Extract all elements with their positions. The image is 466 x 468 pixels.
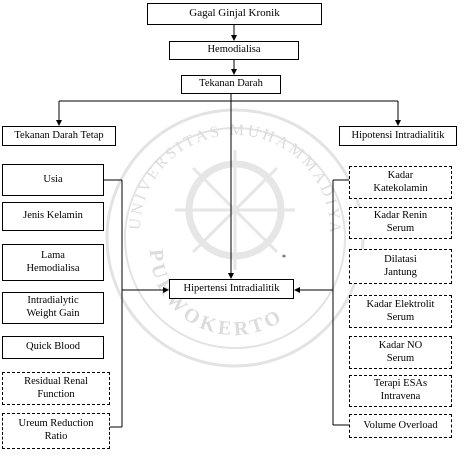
left-factor-box: Lama Hemodialisa	[2, 244, 104, 281]
node-tekanan-darah-tetap: Tekanan Darah Tetap	[2, 126, 116, 146]
left-factor-box: Ureum Reduction Ratio	[2, 413, 110, 449]
node-hipotensi-intradialitik: Hipotensi Intradialitik	[339, 126, 457, 146]
right-factor-box: Kadar Katekolamin	[349, 166, 452, 199]
node-tekanan-darah: Tekanan Darah	[181, 75, 281, 94]
right-factor-box: Kadar NO Serum	[349, 336, 452, 369]
left-factor-box: Intradialytic Weight Gain	[2, 292, 104, 324]
left-factor-box: Usia	[2, 164, 104, 196]
left-factor-box: Quick Blood	[2, 336, 104, 359]
right-factor-box: Terapi ESAs Intravena	[349, 375, 452, 407]
asterisk-marker: *	[282, 253, 286, 262]
node-hipertensi-intradialitik: Hipertensi Intradialitik	[169, 279, 294, 299]
right-factor-box: Volume Overload	[349, 414, 452, 438]
node-gagal-ginjal-kronik: Gagal Ginjal Kronik	[147, 3, 322, 25]
right-factor-box: Kadar Renin Serum	[349, 207, 452, 239]
right-factor-box: Kadar Elektrolit Serum	[349, 295, 452, 328]
right-factor-box: Dilatasi Jantung	[349, 249, 452, 284]
left-factor-box: Jenis Kelamin	[2, 202, 104, 231]
left-factor-box: Residual Renal Function	[2, 372, 110, 405]
node-hemodialisa: Hemodialisa	[169, 41, 299, 60]
